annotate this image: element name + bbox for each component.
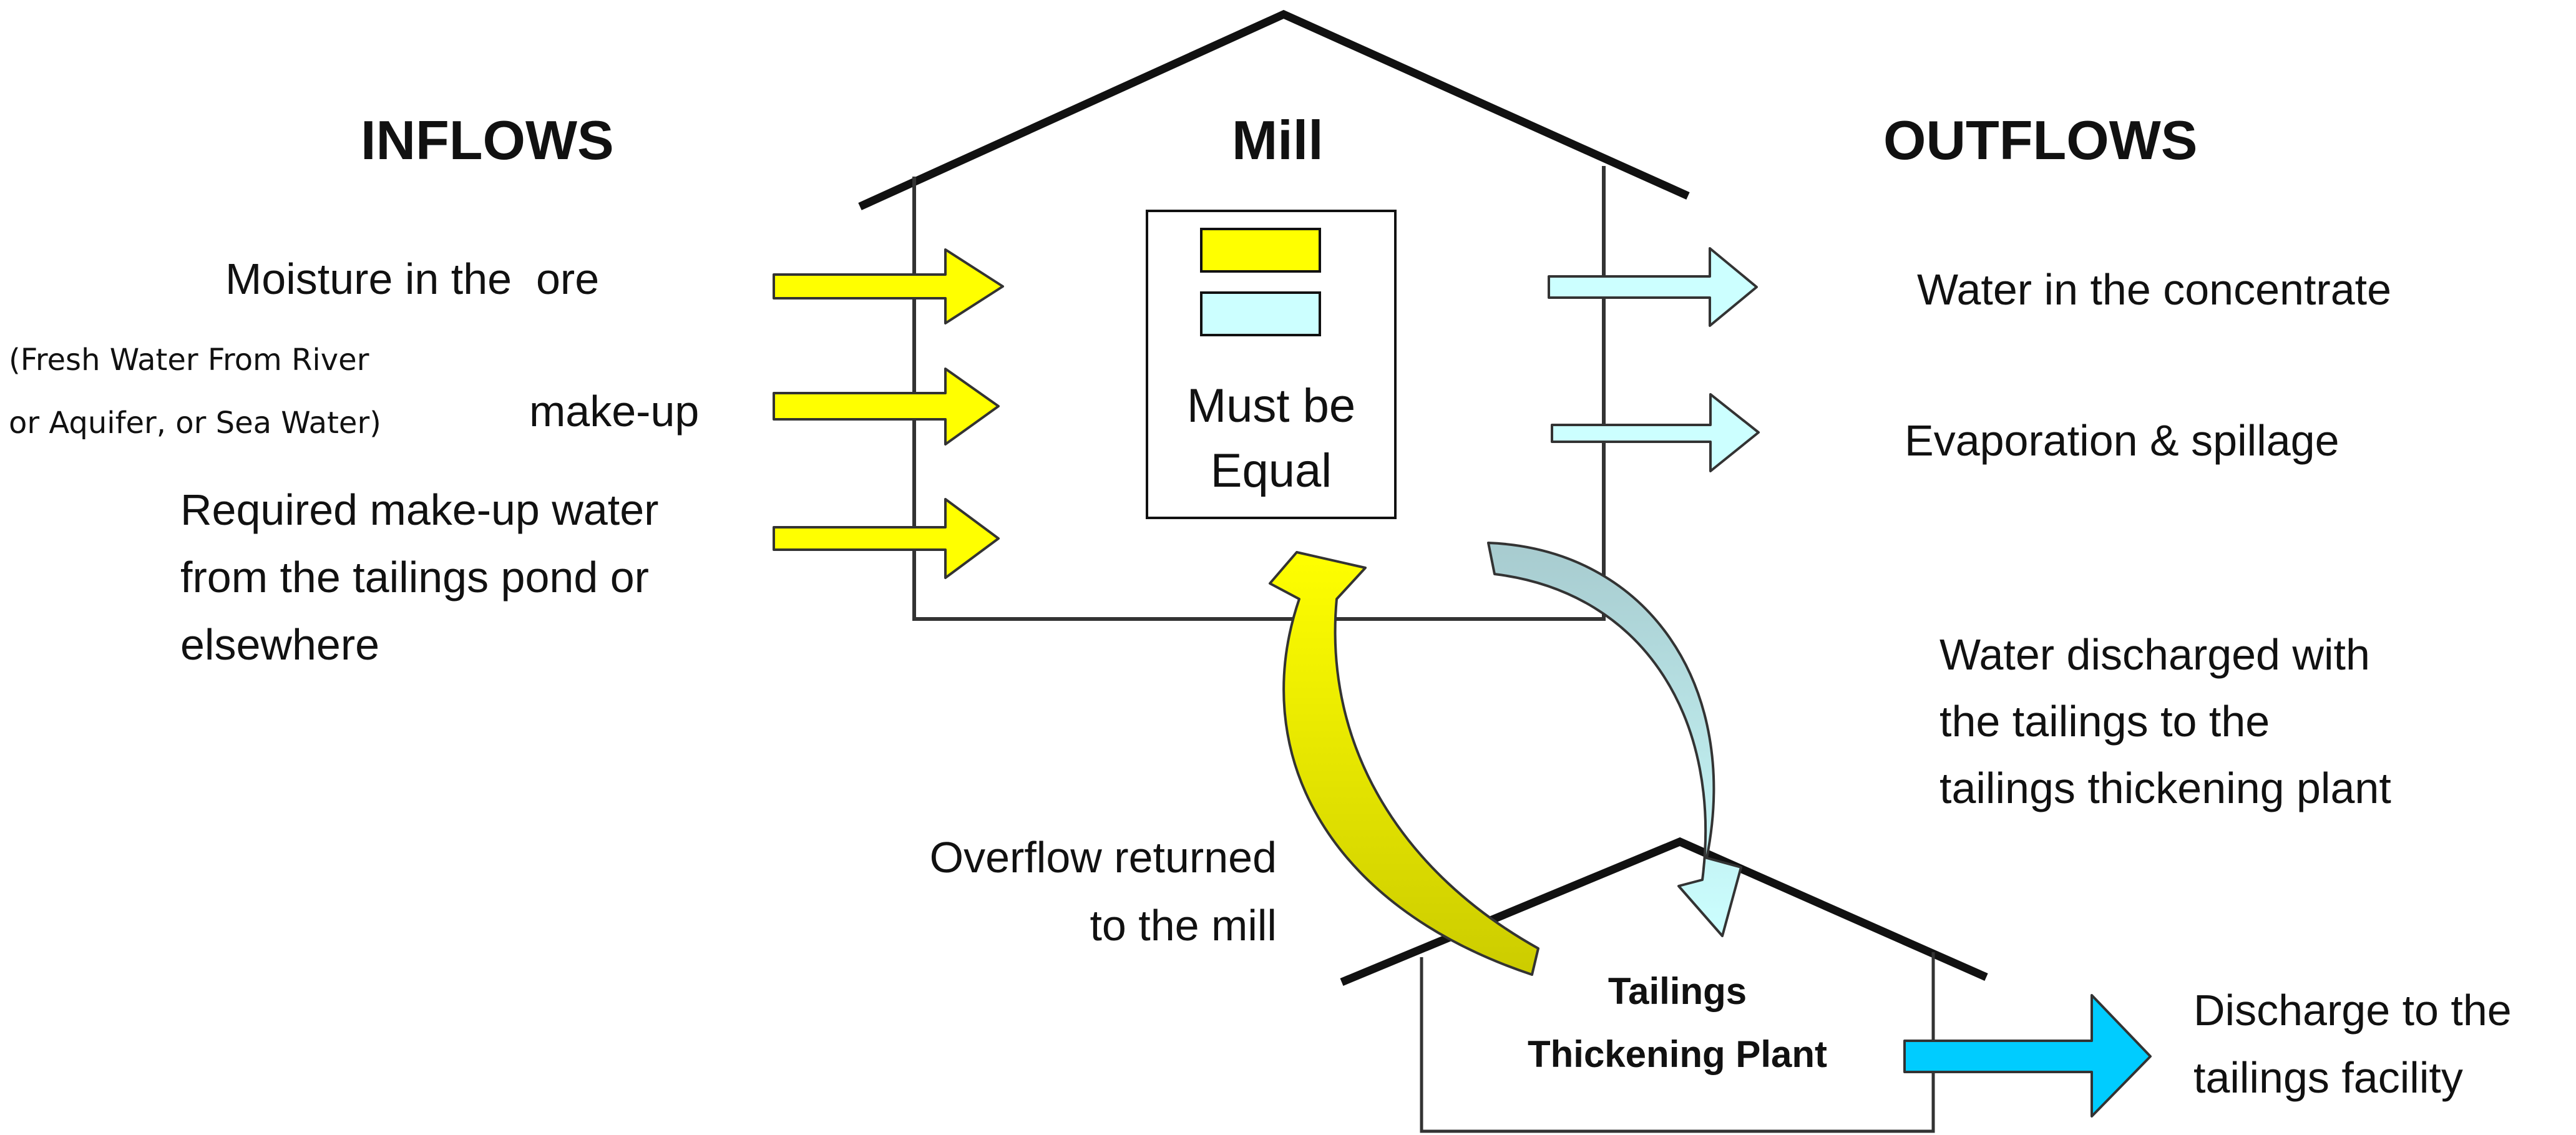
inflow-arrow-required — [773, 498, 1000, 579]
legend-text-line2: Equal — [1210, 444, 1332, 497]
inflow-arrow-moisture — [773, 248, 1004, 324]
return-arrow-overflow — [1269, 551, 1539, 976]
equality-legend — [1146, 210, 1397, 519]
outflow-label-evaporation: Evaporation & spillage — [1905, 416, 2339, 465]
inflow-arrow-makeup — [773, 368, 1000, 446]
plant-label-line1: Tailings — [1608, 970, 1747, 1012]
discharge-arrow-tailings — [1487, 542, 1742, 937]
inflow-label-moisture: Moisture in the ore — [225, 255, 600, 303]
plant-label-line2: Thickening Plant — [1527, 1033, 1828, 1075]
outflows-heading: OUTFLOWS — [1883, 109, 2198, 171]
legend-text-line1: Must be — [1186, 379, 1356, 432]
inflow-label-required-line1: Required make-up water — [180, 485, 659, 534]
inflow-label-required-line3: elsewhere — [180, 620, 380, 669]
inflow-label-fresh-water-line1: (Fresh Water From River — [9, 343, 369, 378]
inflows-heading: INFLOWS — [361, 109, 614, 171]
mill-roof — [858, 9, 1690, 210]
outflow-arrow-evaporation — [1551, 393, 1760, 472]
outflow-label-discharged-line3: tailings thickening plant — [1939, 764, 2391, 812]
outflow-arrow-concentrate — [1548, 247, 1758, 327]
inflow-label-makeup: make-up — [529, 387, 700, 436]
legend-inflow-swatch — [1200, 228, 1321, 273]
outflow-label-discharged-line2: the tailings to the — [1939, 697, 2270, 746]
overflow-label-line2: to the mill — [1090, 901, 1277, 950]
inflow-label-required-line2: from the tailings pond or — [180, 553, 649, 602]
mill-heading: Mill — [1232, 109, 1324, 171]
discharge-arrow — [1903, 994, 2152, 1118]
discharge-label-line2: tailings facility — [2193, 1053, 2463, 1102]
legend-outflow-swatch — [1200, 291, 1321, 336]
overflow-label-line1: Overflow returned — [929, 833, 1277, 882]
discharge-label-line1: Discharge to the — [2193, 986, 2512, 1035]
outflow-label-discharged-line1: Water discharged with — [1939, 630, 2370, 679]
inflow-label-fresh-water-line2: or Aquifer, or Sea Water) — [9, 406, 381, 441]
outflow-label-concentrate: Water in the concentrate — [1917, 265, 2392, 314]
